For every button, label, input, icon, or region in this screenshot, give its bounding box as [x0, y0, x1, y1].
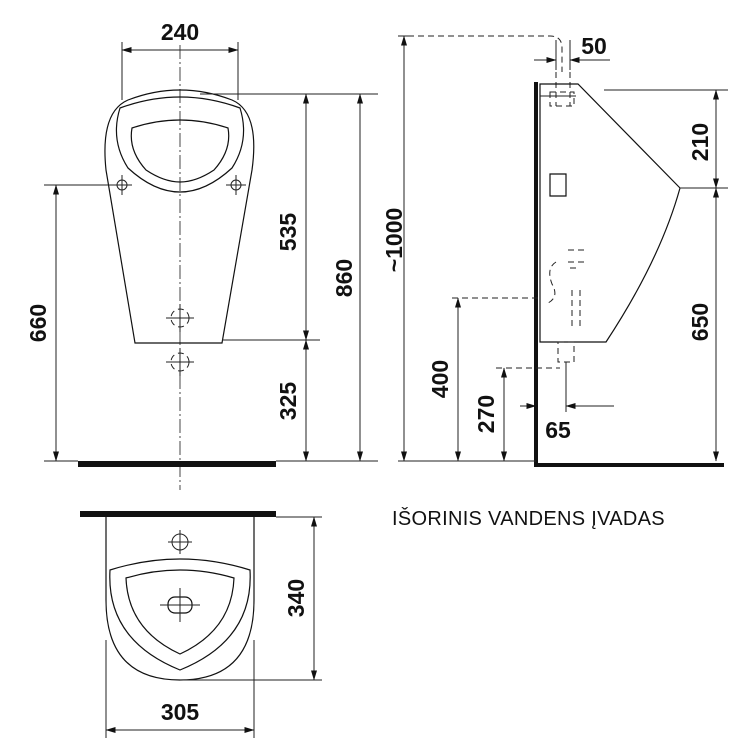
top-view: 340 305 — [80, 511, 322, 738]
dim-front-width: 240 — [161, 19, 199, 45]
dim-side-inlet-offset: 50 — [581, 33, 607, 59]
dim-front-outlet-height: 325 — [275, 382, 301, 421]
caption: IŠORINIS VANDENS ĮVADAS — [392, 508, 665, 530]
side-view: ~1000 50 210 650 400 270 65 — [381, 33, 728, 467]
dim-side-top-depth: 210 — [687, 123, 713, 161]
dim-side-pipe-400: 400 — [427, 360, 453, 398]
dim-side-total: ~1000 — [381, 208, 407, 273]
top-inlet-icon — [168, 530, 192, 554]
front-floor — [78, 461, 276, 467]
dim-side-outlet-offset: 65 — [545, 417, 571, 443]
dim-side-rim-height: 650 — [687, 303, 713, 341]
top-wall — [80, 511, 276, 517]
outlet-icon — [166, 348, 194, 376]
fixing-hole-right-icon — [226, 175, 246, 195]
top-drain-icon — [160, 588, 200, 622]
dim-side-pipe-270: 270 — [473, 395, 499, 433]
dim-top-width: 305 — [161, 699, 200, 725]
front-view: 240 660 535 325 860 — [25, 19, 378, 490]
dim-front-inlet-height: 535 — [275, 213, 301, 252]
dim-top-depth: 340 — [283, 579, 309, 617]
dim-front-fix-height: 660 — [25, 304, 51, 342]
drain-icon — [166, 304, 194, 332]
dim-front-total-height: 860 — [331, 259, 357, 297]
